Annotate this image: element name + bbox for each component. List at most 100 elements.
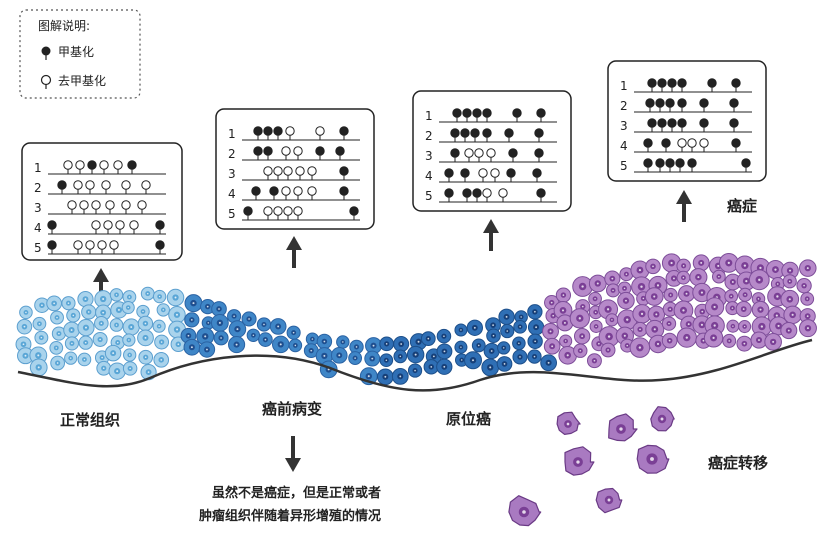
tissue-cell xyxy=(527,304,543,320)
tissue-cell xyxy=(29,358,48,377)
metastatic-cell xyxy=(608,413,638,442)
methylated-site-icon xyxy=(534,128,544,142)
tissue-cell xyxy=(152,289,167,304)
tissue-cell xyxy=(481,358,500,377)
tissue-cell xyxy=(109,288,124,302)
tissue-cell xyxy=(632,304,652,324)
tissue-cell xyxy=(738,320,752,334)
unmethylated-site-icon xyxy=(85,180,95,194)
tissue-cell xyxy=(316,333,333,350)
row-number: 1 xyxy=(425,109,433,123)
methylated-site-icon xyxy=(155,240,165,254)
tissue-cell xyxy=(454,340,468,354)
tissue-cell xyxy=(588,291,602,306)
tissue-cell xyxy=(661,316,677,331)
tissue-cell xyxy=(569,308,590,329)
methylated-site-icon xyxy=(482,108,492,122)
tissue-cell xyxy=(663,287,678,303)
unmethylated-site-icon xyxy=(498,188,508,202)
tissue-cell xyxy=(66,308,81,323)
row-number: 4 xyxy=(425,169,433,183)
tissue-cell xyxy=(483,342,500,360)
unmethylated-site-icon xyxy=(79,200,89,214)
tissue-cell xyxy=(527,333,543,349)
tissue-cell xyxy=(122,318,140,336)
tissue-cell xyxy=(498,308,515,326)
unmethylated-site-icon xyxy=(464,148,474,162)
unmethylated-site-icon xyxy=(101,180,111,194)
methylated-site-icon xyxy=(243,206,253,220)
label-normal-tissue: 正常组织 xyxy=(60,411,120,429)
tissue-cell xyxy=(497,341,511,355)
tissue-cell xyxy=(50,310,64,325)
tissue-cell xyxy=(140,286,155,301)
unmethylated-site-icon xyxy=(97,240,107,254)
methylated-site-icon xyxy=(450,148,460,162)
methylated-site-icon xyxy=(534,148,544,162)
methylated-site-icon xyxy=(253,146,263,160)
methylated-site-icon xyxy=(472,188,482,202)
methylated-site-icon xyxy=(667,78,677,92)
tissue-cell xyxy=(170,336,187,353)
tissue-cell xyxy=(336,335,350,349)
unmethylated-site-icon xyxy=(91,220,101,234)
methylated-site-icon xyxy=(675,158,685,172)
tissue-cell xyxy=(32,316,47,331)
tissue-cell xyxy=(589,319,603,333)
unmethylated-site-icon xyxy=(474,148,484,162)
legend: 图解说明: 甲基化 去甲基化 xyxy=(19,9,141,99)
unmethylated-site-icon xyxy=(307,166,317,180)
methylated-site-icon xyxy=(699,98,709,112)
tissue-cell xyxy=(184,312,200,328)
tissue-cell xyxy=(704,297,725,317)
tissue-cell xyxy=(751,316,773,337)
methylated-site-icon xyxy=(536,108,546,122)
methylated-site-icon xyxy=(470,128,480,142)
methylated-site-icon xyxy=(741,158,751,172)
tissue-cell xyxy=(735,300,752,318)
tissue-cell xyxy=(644,287,664,306)
unmethylated-site-icon xyxy=(478,168,488,182)
methylated-site-icon xyxy=(655,158,665,172)
tissue-cell xyxy=(781,261,799,280)
label-precancer: 癌前病变 xyxy=(262,400,322,418)
tissue-cell xyxy=(138,349,154,365)
methylated-site-icon xyxy=(667,118,677,132)
methylated-site-icon xyxy=(47,220,57,234)
arrow-up-icon xyxy=(483,219,499,251)
tissue-cell xyxy=(137,329,154,347)
tissue-cell xyxy=(286,325,301,340)
tissue-cell xyxy=(315,347,334,365)
methylated-site-icon xyxy=(643,138,653,152)
row-number: 2 xyxy=(228,147,236,161)
methylated-site-icon xyxy=(273,126,283,140)
tissue-cell xyxy=(454,323,468,337)
unmethylated-site-icon xyxy=(263,166,273,180)
row-number: 3 xyxy=(620,119,628,133)
tissue-cell xyxy=(605,313,619,327)
legend-unmethylated-label: 去甲基化 xyxy=(58,74,106,88)
unmethylated-site-icon xyxy=(113,160,123,174)
methylated-site-icon xyxy=(647,78,657,92)
tissue-cell xyxy=(471,338,486,353)
methylated-site-icon xyxy=(687,158,697,172)
tissue-cell xyxy=(34,330,49,345)
tissue-cell xyxy=(689,268,708,287)
methylated-site-icon xyxy=(643,158,653,172)
tissue-cell xyxy=(703,328,724,348)
methylated-site-icon xyxy=(729,98,739,112)
tissue-cell xyxy=(676,327,697,348)
tissue-cell xyxy=(540,354,558,372)
unmethylated-site-icon xyxy=(121,180,131,194)
tissue-cell xyxy=(94,316,109,331)
tissue-cell xyxy=(406,345,425,364)
tissue-cell xyxy=(780,322,798,340)
methylated-site-icon xyxy=(87,160,97,174)
methylated-site-icon xyxy=(462,188,472,202)
row-number: 3 xyxy=(228,167,236,181)
unmethylated-site-icon xyxy=(273,206,283,220)
unmethylated-site-icon xyxy=(699,138,709,152)
note-line-2: 肿瘤组织伴随着异形增殖的情况 xyxy=(199,508,381,524)
methylated-site-icon xyxy=(339,166,349,180)
unmethylated-site-icon xyxy=(85,240,95,254)
